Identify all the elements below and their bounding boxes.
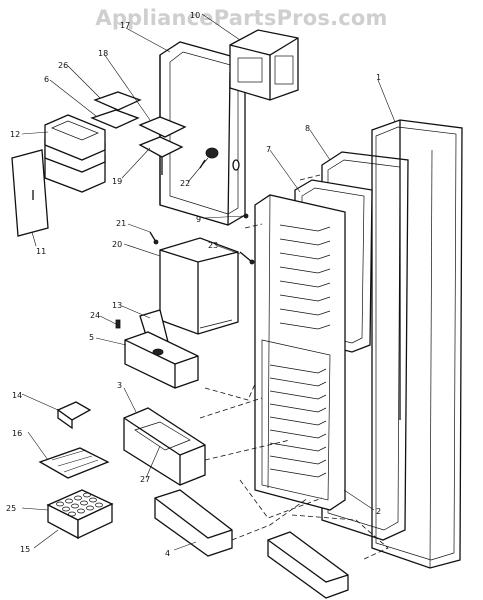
callout-4: 4 xyxy=(165,549,170,558)
callout-1: 1 xyxy=(376,73,381,82)
callout-18: 18 xyxy=(98,49,108,58)
part-4-door-shelf-right[interactable] xyxy=(267,531,349,599)
door-rib-lower xyxy=(269,364,327,374)
part-12-stacked-bins[interactable] xyxy=(44,114,106,193)
callout-22: 22 xyxy=(180,179,190,188)
callout-15: 15 xyxy=(20,545,30,554)
callout-16: 16 xyxy=(12,429,22,438)
door-rib-upper xyxy=(279,308,331,316)
part-8-gasket[interactable] xyxy=(321,151,409,541)
part-27-lid[interactable] xyxy=(134,421,191,451)
door-rib-upper xyxy=(279,266,331,274)
door-rib-lower xyxy=(269,403,327,413)
door-rib-upper xyxy=(279,294,331,302)
callout-24: 24 xyxy=(90,311,100,320)
part-20-dispenser-housing[interactable] xyxy=(159,237,239,335)
ice-cube-cell xyxy=(89,497,97,503)
callout-6: 6 xyxy=(44,75,49,84)
door-rib-lower xyxy=(269,377,327,387)
door-liner-shelf-ribs xyxy=(269,224,331,478)
callout-11: 11 xyxy=(36,247,46,256)
ice-cube-cell xyxy=(83,492,91,498)
ice-cube-cell xyxy=(86,505,94,511)
callout-9: 9 xyxy=(196,215,201,224)
part-15-ice-bucket[interactable] xyxy=(47,502,113,540)
part-23-screw[interactable] xyxy=(239,251,255,265)
callout-8: 8 xyxy=(305,124,310,133)
callout-17: 17 xyxy=(120,21,130,30)
callout-27: 27 xyxy=(140,475,150,484)
part-19-shelf-bracket[interactable] xyxy=(138,136,184,175)
part-21-screw[interactable] xyxy=(149,231,159,245)
callout-23: 23 xyxy=(208,241,218,250)
ice-cube-cell xyxy=(68,511,76,517)
ice-cube-cell xyxy=(95,502,103,508)
door-rib-upper xyxy=(279,322,331,330)
part-10-duct-box[interactable] xyxy=(229,29,299,101)
door-rib-lower xyxy=(269,455,327,465)
ice-cube-cell xyxy=(80,500,88,506)
ice-cube-cell xyxy=(77,508,85,514)
part-14-tray[interactable] xyxy=(56,401,92,430)
callout-12: 12 xyxy=(10,130,20,139)
door-rib-upper xyxy=(279,252,331,260)
callout-2: 2 xyxy=(376,507,381,516)
part-1-door-panel[interactable] xyxy=(371,119,463,569)
door-rib-lower xyxy=(269,468,327,478)
door-rib-upper xyxy=(279,280,331,288)
ice-cube-cell xyxy=(74,495,82,501)
ice-cube-cell xyxy=(65,498,73,504)
ice-cube-cell xyxy=(56,501,64,507)
callout-13: 13 xyxy=(112,301,122,310)
callout-19: 19 xyxy=(112,177,122,186)
callout-3: 3 xyxy=(117,381,122,390)
door-rib-upper xyxy=(279,238,331,246)
door-rib-lower xyxy=(269,442,327,452)
part-16-cover[interactable] xyxy=(38,447,110,479)
assembly-dashed-lines xyxy=(199,174,389,561)
callout-leader-lines xyxy=(21,13,396,551)
ice-cube-cell xyxy=(71,503,79,509)
part-6-shelf[interactable] xyxy=(90,109,140,129)
watermark: AppliancePartsPros.com xyxy=(95,6,388,30)
callout-7: 7 xyxy=(266,145,271,154)
part-9-screw[interactable] xyxy=(243,213,249,219)
callout-numbers: 1 2 3 4 5 6 7 8 9 10 11 12 13 14 15 16 1… xyxy=(6,11,381,558)
callout-21: 21 xyxy=(116,219,126,228)
callout-26: 26 xyxy=(58,61,68,70)
callout-25: 25 xyxy=(6,504,16,513)
door-rib-lower xyxy=(269,416,327,426)
part-4-door-shelf-left[interactable] xyxy=(154,489,233,557)
part-3-door-bin[interactable] xyxy=(123,407,206,486)
ice-cube-cell xyxy=(62,506,70,512)
part-24-clip[interactable] xyxy=(115,319,121,329)
callout-20: 20 xyxy=(112,240,122,249)
door-rib-upper xyxy=(279,224,331,232)
part-5-door-rack[interactable] xyxy=(124,331,199,389)
callout-10: 10 xyxy=(190,11,200,20)
door-rib-lower xyxy=(269,429,327,439)
door-rib-lower xyxy=(269,390,327,400)
callout-14: 14 xyxy=(12,391,22,400)
part-17-cabinet-frame[interactable] xyxy=(159,41,246,226)
ice-cube-cells xyxy=(56,492,103,517)
part-26-shelf[interactable] xyxy=(93,91,142,111)
part-11-panel[interactable] xyxy=(11,149,49,237)
part-18-shelf[interactable] xyxy=(138,116,187,138)
callout-5: 5 xyxy=(89,333,94,342)
